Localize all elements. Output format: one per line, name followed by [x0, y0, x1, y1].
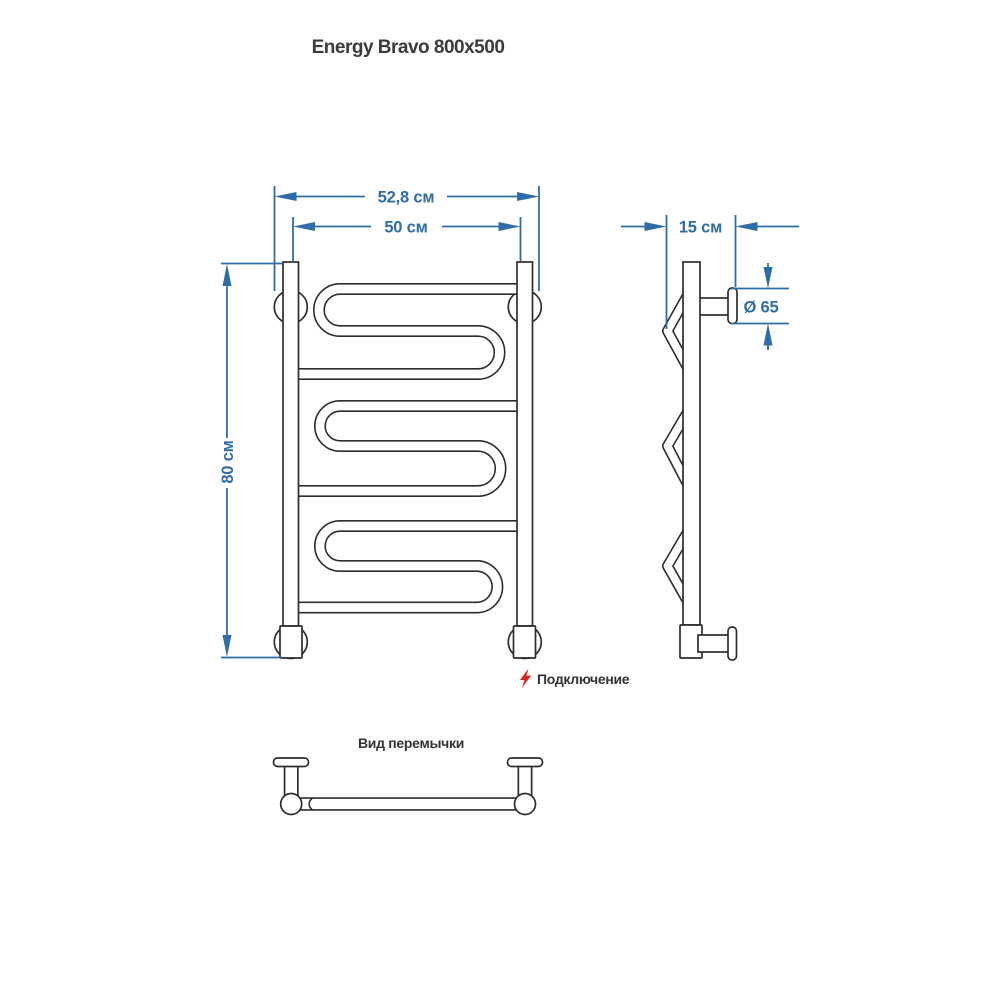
side-bottom-bracket-arm	[697, 634, 730, 653]
side-top-bracket-arm	[695, 297, 730, 316]
side-top-wall-flange	[727, 287, 738, 325]
left-bottom-fitting	[279, 625, 303, 659]
dimension-overall-width: 52,8 см	[273, 186, 540, 291]
right-bottom-fitting	[512, 625, 537, 659]
connection-label: Подключение	[537, 671, 630, 687]
lightning-bolt-icon	[520, 668, 532, 688]
serpentine-coil-middle	[285, 400, 531, 497]
serpentine-coil-top	[285, 283, 531, 380]
dim-label-depth: 15 см	[679, 219, 722, 237]
crossbar-view-label: Вид перемычки	[358, 735, 464, 751]
crossbar-view: Вид перемычки	[272, 735, 544, 816]
page-title: Energy Bravo 800x500	[312, 37, 505, 58]
crossbar-bracket-stems	[283, 762, 533, 798]
serpentine-coil-bottom	[285, 520, 531, 614]
connection-legend: Подключение	[520, 668, 630, 688]
left-post	[282, 261, 300, 627]
dimension-rail-spacing: 50 см	[292, 217, 522, 261]
front-view	[273, 261, 543, 660]
crossbar-left-post-section	[279, 792, 303, 816]
dimensions: 52,8 см 50 см 80 см	[219, 186, 799, 659]
side-bottom-wall-flange	[727, 626, 738, 661]
dimension-depth: 15 см	[621, 215, 799, 329]
right-post	[516, 261, 534, 627]
dimension-height: 80 см	[219, 262, 282, 659]
crossbar-tube	[297, 797, 519, 811]
dim-label-rail-spacing: 50 см	[384, 219, 427, 237]
dim-label-height: 80 см	[219, 440, 237, 483]
crossbar-right-wall-flange	[506, 757, 544, 768]
side-post	[682, 261, 701, 626]
dimension-flange-diameter: Ø 65	[731, 263, 789, 350]
dim-label-flange-diameter: Ø 65	[744, 299, 779, 317]
dim-label-overall-width: 52,8 см	[378, 189, 435, 207]
side-view	[662, 261, 738, 661]
crossbar-left-wall-flange	[272, 757, 310, 768]
crossbar-right-post-section	[513, 792, 537, 816]
